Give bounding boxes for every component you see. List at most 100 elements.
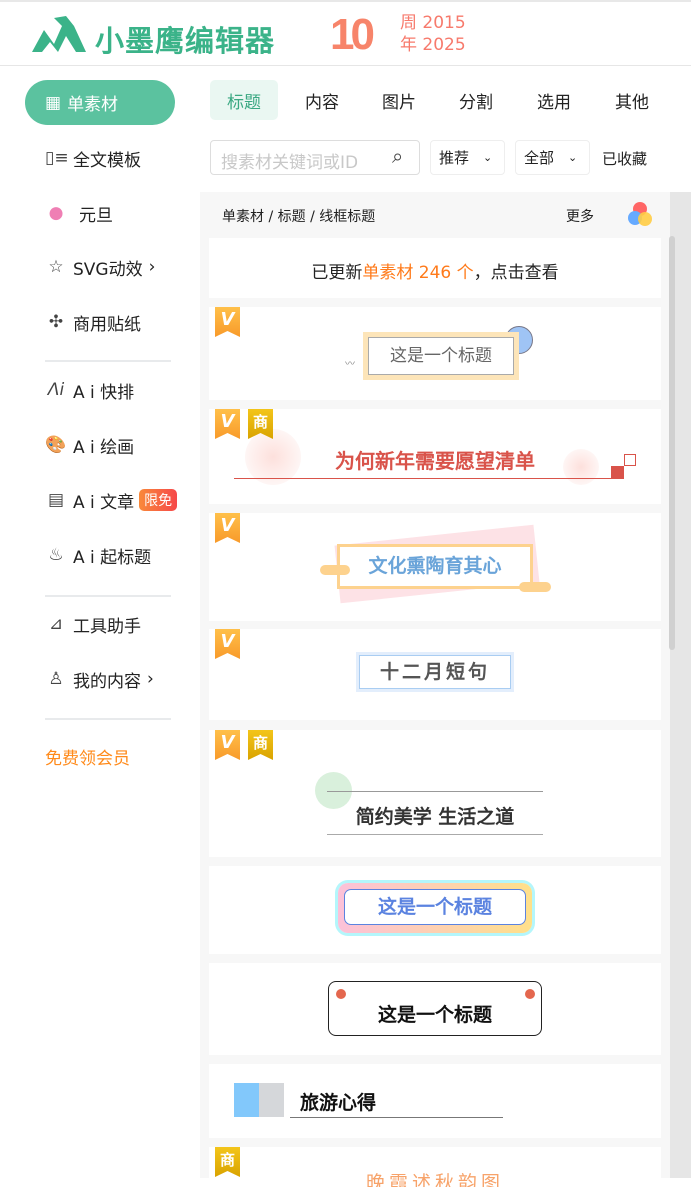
sidebar-item-label: A i 快排 (73, 382, 135, 403)
notice-text: ，点击查看 (473, 263, 559, 283)
card-title: 文化熏陶育其心 (337, 544, 533, 589)
document-icon: ▤ (47, 490, 65, 510)
sidebar-item-single-material[interactable]: ▦单素材 (25, 80, 175, 125)
grid-icon: ▦ (45, 92, 62, 113)
tab-image[interactable]: 图片 (382, 92, 416, 113)
sidebar-item-label: SVG动效 (73, 259, 143, 280)
card-title: 十二月短句 (359, 655, 511, 689)
sidebar-item-label: A i 起标题 (73, 547, 152, 568)
material-card[interactable]: V 十二月短句 (209, 629, 661, 720)
chevron-down-icon: ⌄ (483, 151, 493, 164)
material-card[interactable]: 这是一个标题 (209, 963, 661, 1055)
tab-title[interactable]: 标题 (210, 80, 278, 120)
puzzle-icon: ✣ (48, 312, 64, 332)
sidebar-item-ai-title[interactable]: ♨ A i 起标题 (45, 535, 151, 575)
notice-link[interactable]: 单素材 246 个 (362, 263, 474, 283)
anniv-label: 周 (400, 13, 417, 33)
sidebar-item-templates[interactable]: ▯≡全文模板 (45, 138, 141, 178)
update-notice[interactable]: 已更新单素材 246 个，点击查看 (209, 238, 661, 298)
sidebar-item-ai-paint[interactable]: 🎨 A i 绘画 (45, 425, 134, 465)
anniversary-number: 10 (330, 10, 375, 59)
search-input[interactable]: 搜素材关键词或ID (210, 140, 420, 175)
color-dots-icon[interactable] (626, 200, 654, 228)
card-title: 这是一个标题 (344, 889, 526, 925)
card-title: 简约美学 生活之道 (355, 806, 515, 828)
sidebar-item-tools[interactable]: ⊿ 工具助手 (45, 604, 141, 644)
sidebar-item-label: 我的内容 (73, 671, 141, 692)
tab-selection[interactable]: 选用 (537, 92, 571, 113)
sidebar-item-label: 元旦 (79, 205, 113, 226)
free-badge: 限免 (139, 489, 178, 511)
vip-badge: V (215, 307, 240, 337)
breadcrumb-item: 线框标题 (319, 209, 376, 225)
balloon-icon: ● (48, 203, 64, 223)
card-title: 为何新年需要愿望清单 (335, 449, 535, 473)
ruler-icon: ⊿ (48, 614, 64, 634)
sort-dropdown[interactable]: 推荐 ⌄ (430, 140, 505, 175)
material-card[interactable]: 旅游心得 (209, 1064, 661, 1138)
material-card[interactable]: V 商 为何新年需要愿望清单 (209, 409, 661, 504)
favorites-button[interactable]: 已收藏 (602, 150, 648, 168)
breadcrumb-item[interactable]: 标题 (277, 209, 306, 225)
ai-icon: Λi (47, 380, 65, 400)
breadcrumb: 单素材 / 标题 / 线框标题 (222, 209, 376, 225)
chevron-right-icon: › (147, 669, 154, 689)
tab-content[interactable]: 内容 (305, 92, 339, 113)
search-icon[interactable]: ⌕ (392, 144, 404, 168)
tab-divider[interactable]: 分割 (459, 92, 493, 113)
chevron-right-icon: › (148, 257, 156, 277)
logo[interactable]: 小墨鹰编辑器 (95, 24, 276, 58)
sidebar-item-label: A i 文章 (73, 492, 135, 513)
vip-badge: V (215, 409, 240, 439)
scrollbar[interactable] (670, 192, 691, 1178)
card-title: 这是一个标题 (368, 337, 514, 375)
more-link[interactable]: 更多 (566, 209, 594, 225)
sidebar-item-label: A i 绘画 (73, 437, 135, 458)
sidebar-item-stickers[interactable]: ✣ 商用贴纸 (45, 302, 141, 342)
palette-icon: 🎨 (45, 435, 67, 455)
eagle-logo-icon (32, 16, 86, 52)
material-card[interactable]: 商 晚霞述秋韵图 (209, 1147, 661, 1187)
divider (45, 718, 171, 720)
star-icon: ☆ (48, 257, 64, 277)
material-card[interactable]: V 商 简约美学 生活之道 (209, 730, 661, 857)
scope-dropdown[interactable]: 全部 ⌄ (515, 140, 590, 175)
material-list: 单素材 / 标题 / 线框标题 更多 已更新单素材 246 个，点击查看 V 这… (200, 192, 670, 1187)
commercial-badge: 商 (248, 730, 273, 760)
vip-badge: V (215, 730, 240, 760)
material-card[interactable]: V 文化熏陶育其心 (209, 513, 661, 621)
sidebar-item-my-content[interactable]: ♙ 我的内容 › (45, 659, 154, 699)
vip-badge: V (215, 629, 240, 659)
notice-text: 已更新 (311, 263, 363, 283)
chevron-down-icon: ⌄ (568, 151, 578, 164)
material-card[interactable]: 这是一个标题 (209, 866, 661, 954)
flame-icon: ♨ (48, 545, 64, 565)
scrollbar-thumb[interactable] (669, 236, 675, 650)
vip-badge: V (215, 513, 240, 543)
divider (45, 360, 171, 362)
anniv-label: 年 (400, 35, 417, 55)
sidebar-item-ai-article[interactable]: ▤ A i 文章限免 (45, 480, 178, 520)
sidebar-item-label: 单素材 (67, 95, 119, 115)
user-icon: ♙ (48, 669, 64, 689)
template-icon: ▯≡ (45, 148, 69, 168)
divider (45, 595, 171, 597)
sort-value: 推荐 (439, 149, 470, 167)
breadcrumb-item[interactable]: 单素材 (222, 209, 264, 225)
free-vip-link[interactable]: 免费领会员 (45, 748, 130, 769)
scope-value: 全部 (524, 149, 555, 167)
sidebar-item-label: 商用贴纸 (73, 314, 141, 335)
card-title: 旅游心得 (300, 1092, 377, 1114)
sidebar-item-new-year[interactable]: ● 元旦 (45, 193, 113, 233)
sidebar-item-svg[interactable]: ☆ SVG动效› (45, 247, 155, 287)
sidebar-item-label: 工具助手 (73, 616, 141, 637)
year-end: 2025 (422, 35, 466, 55)
card-title: 这是一个标题 (328, 981, 542, 1036)
material-card[interactable]: V 这是一个标题 〰 (209, 307, 661, 400)
sidebar-item-label: 全文模板 (73, 150, 141, 171)
sidebar-item-ai-layout[interactable]: Λi A i 快排 (45, 370, 134, 410)
tab-other[interactable]: 其他 (615, 92, 649, 113)
year-start: 2015 (422, 13, 466, 33)
